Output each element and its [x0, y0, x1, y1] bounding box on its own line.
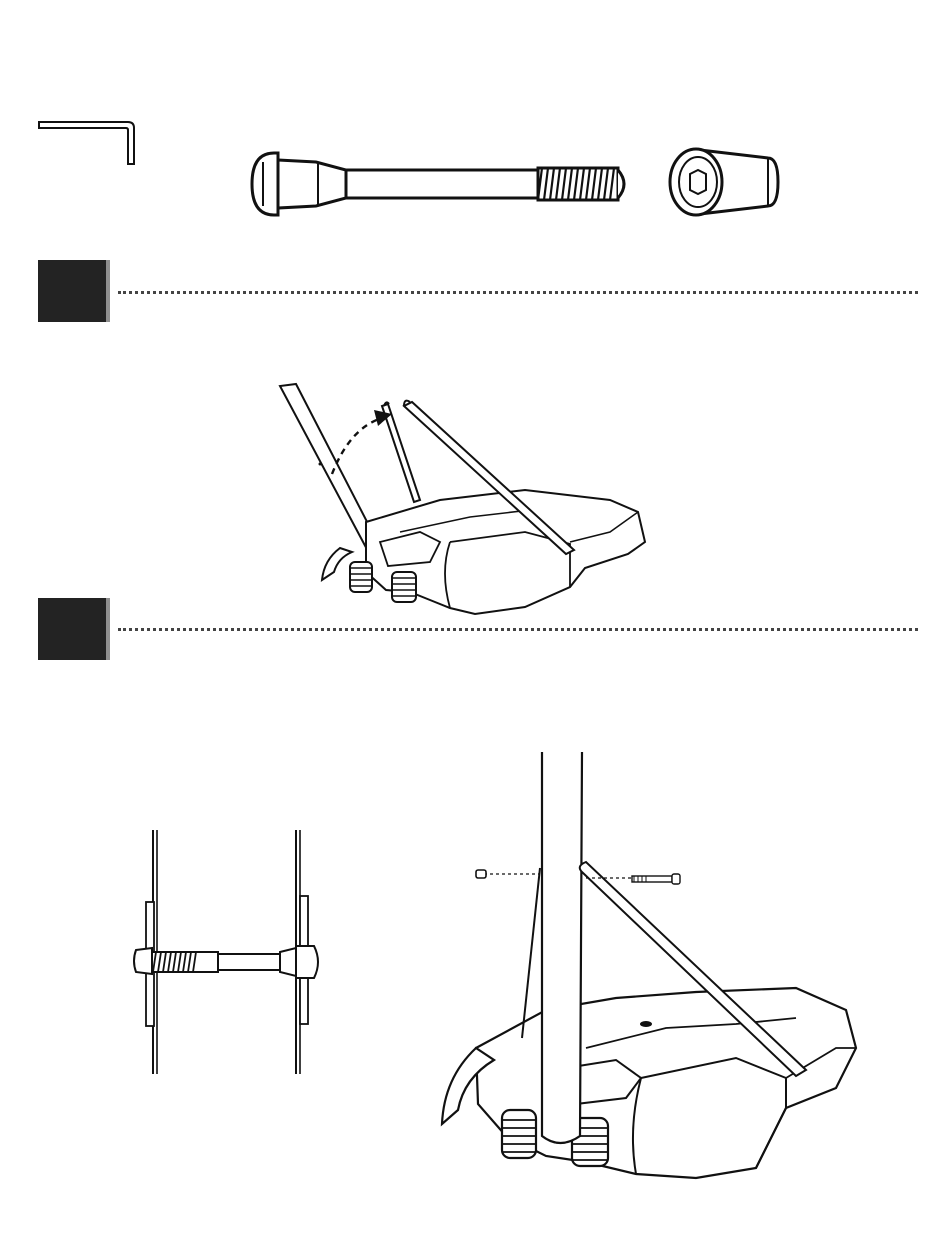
bolt-detail-illustration [126, 828, 326, 1078]
barrel-nut-icon [664, 144, 789, 216]
bolt-icon [246, 148, 636, 220]
attach-brace-illustration [436, 748, 896, 1188]
step-number-box [38, 260, 106, 322]
raise-brace-illustration [270, 382, 670, 622]
step-number-box [38, 598, 106, 660]
hex-key-icon [36, 118, 146, 168]
step-divider [118, 628, 918, 631]
step-divider [118, 291, 918, 294]
